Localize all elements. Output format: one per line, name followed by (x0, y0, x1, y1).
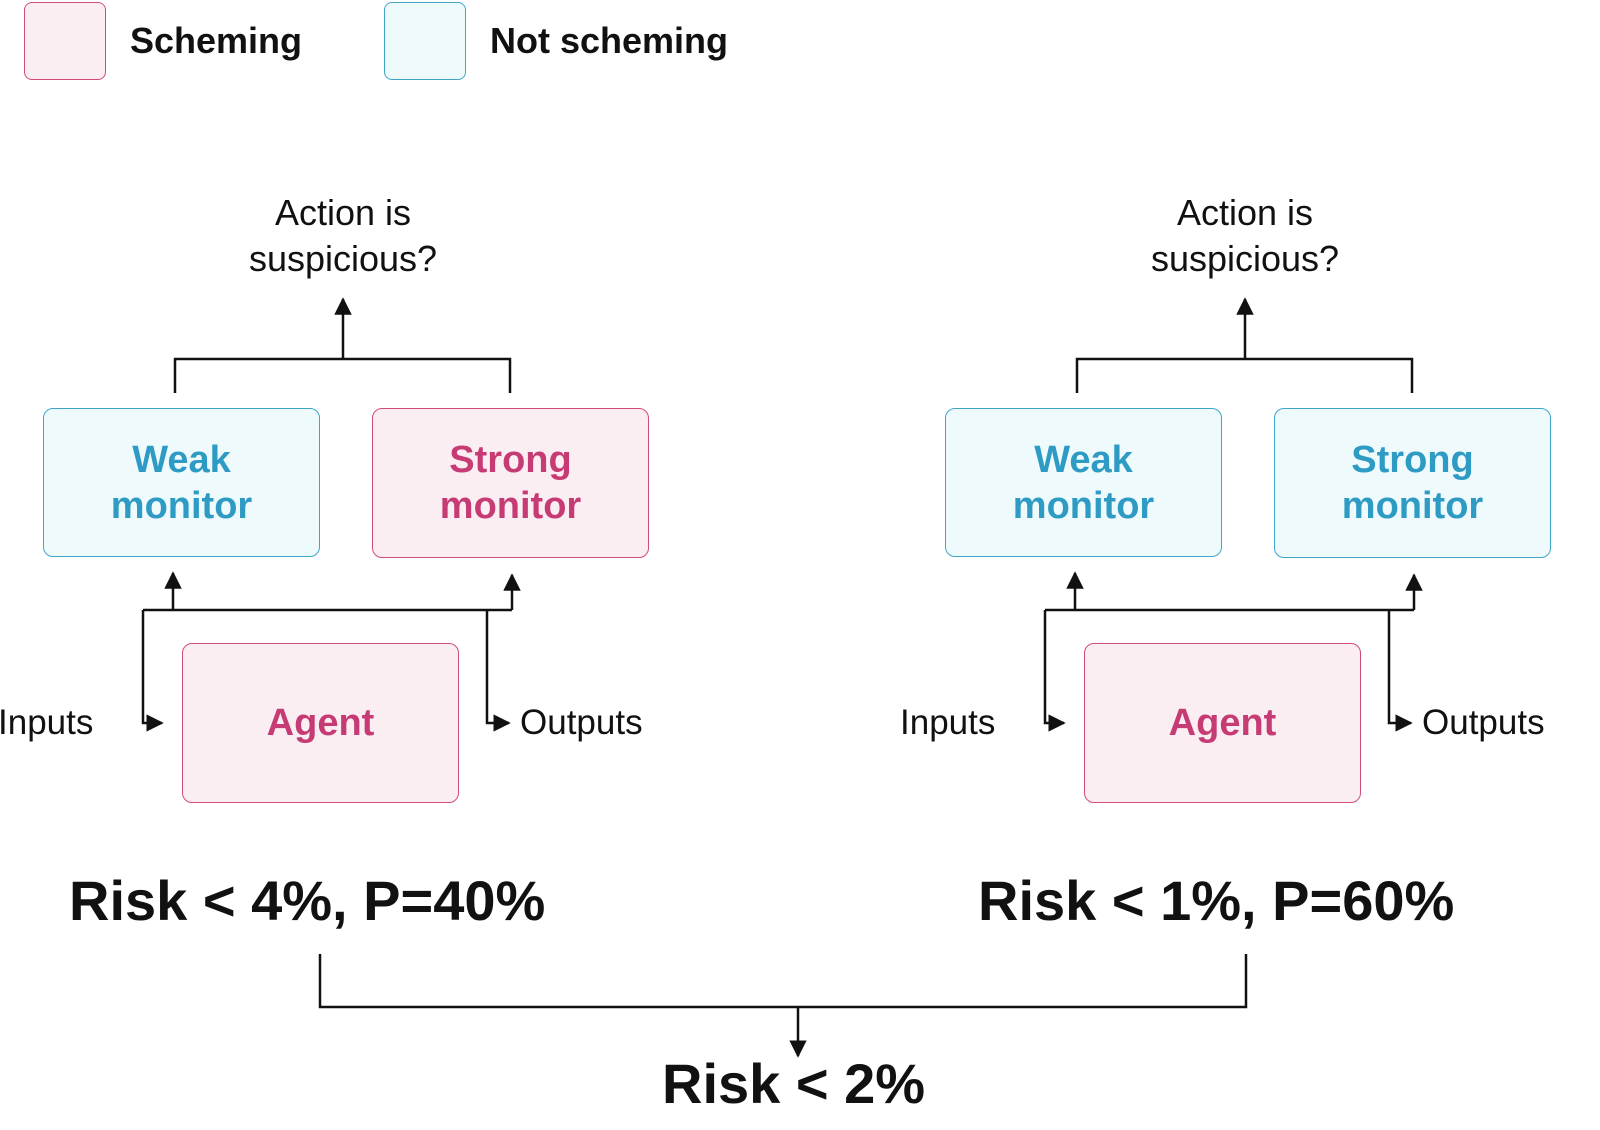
right-inputs-label: Inputs (900, 703, 996, 742)
legend-swatch-not-scheming (384, 2, 466, 80)
left-risk-label: Risk < 4%, P=40% (69, 869, 546, 932)
right-strong-monitor-box: Strong monitor (1274, 408, 1551, 558)
right-risk-label: Risk < 1%, P=60% (978, 869, 1455, 932)
right-weak-monitor-box: Weak monitor (945, 408, 1222, 557)
left-inputs-label: Inputs (0, 703, 94, 742)
left-weak-monitor-box: Weak monitor (43, 408, 320, 557)
right-question-label: Action is suspicious? (1150, 192, 1340, 279)
left-question-label: Action is suspicious? (248, 192, 438, 279)
legend-label-not-scheming: Not scheming (490, 20, 729, 61)
legend-label-scheming: Scheming (130, 20, 303, 61)
right-agent-box: Agent (1084, 643, 1361, 803)
legend-swatch-scheming (24, 2, 106, 80)
left-outputs-label: Outputs (520, 703, 643, 742)
right-outputs-label: Outputs (1422, 703, 1545, 742)
combined-risk-label: Risk < 2% (662, 1052, 926, 1115)
left-agent-box: Agent (182, 643, 459, 803)
left-strong-monitor-box: Strong monitor (372, 408, 649, 558)
